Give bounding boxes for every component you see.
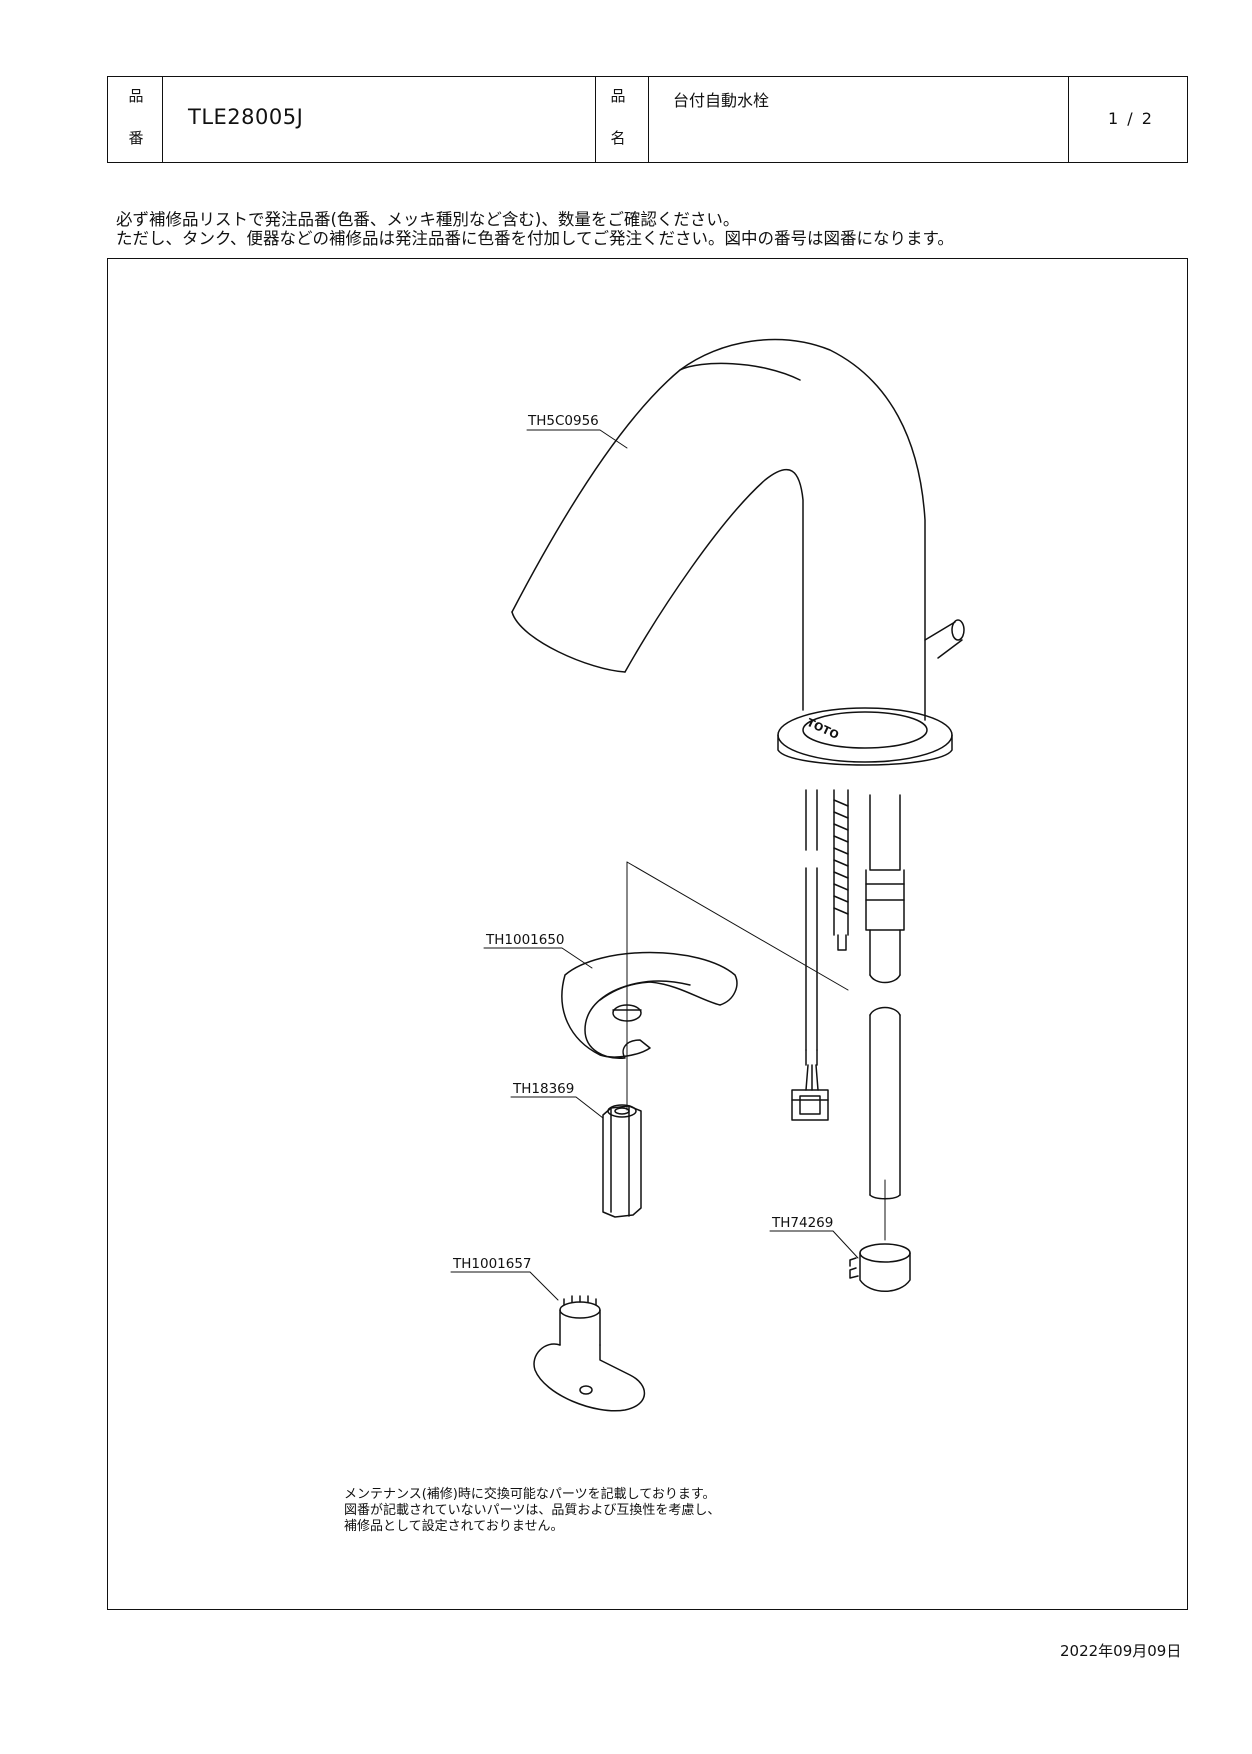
issue-date: 2022年09月09日 — [1060, 1642, 1182, 1660]
order-notice: 必ず補修品リストで発注品番(色番、メッキ種別など含む)、数量をご確認ください。 … — [116, 210, 954, 248]
name-label-bottom: 名 — [610, 129, 626, 147]
part-label-clip: TH74269 — [771, 1215, 833, 1231]
model-label-bottom: 番 — [128, 129, 144, 147]
part-labels: TH5C0956 TH1001650 TH18369 TH74269 TH100… — [450, 413, 859, 1301]
title-block: 品 番 TLE28005J 品 名 台付自動水栓 1 / 2 — [107, 76, 1188, 163]
assembly-lines — [626, 861, 886, 1241]
supply-hoses — [791, 789, 905, 1200]
mounting-bracket — [561, 951, 738, 1059]
base-plate: TOTO — [777, 707, 953, 766]
part-label-bracket: TH1001650 — [485, 932, 565, 948]
page-number: 1 / 2 — [1108, 109, 1154, 128]
notice-line-1: 必ず補修品リストで発注品番(色番、メッキ種別など含む)、数量をご確認ください。 — [116, 210, 740, 229]
divider — [162, 77, 163, 162]
drawing-frame — [107, 258, 1188, 1610]
model-number: TLE28005J — [188, 105, 304, 129]
name-label-top: 品 — [610, 87, 626, 105]
divider — [1068, 77, 1069, 162]
clip-ring — [849, 1243, 911, 1292]
key-tool — [533, 1295, 646, 1412]
footnote-line-3: 補修品として設定されておりません。 — [344, 1519, 564, 1534]
product-name: 台付自動水栓 — [673, 91, 770, 110]
divider — [595, 77, 596, 162]
divider — [648, 77, 649, 162]
part-label-key: TH1001657 — [452, 1256, 532, 1272]
model-label-top: 品 — [128, 87, 144, 105]
part-label-spout: TH5C0956 — [527, 413, 599, 429]
footnote-line-1: メンテナンス(補修)時に交換可能なパーツを記載しております。 — [344, 1487, 716, 1502]
notice-line-2: ただし、タンク、便器などの補修品は発注品番に色番を付加してご発注ください。図中の… — [116, 229, 954, 248]
spout-body — [511, 338, 965, 721]
hex-nut — [602, 1104, 642, 1218]
footnote-line-2: 図番が記載されていないパーツは、品質および互換性を考慮し、 — [344, 1503, 721, 1518]
part-label-nut: TH18369 — [512, 1081, 574, 1097]
maintenance-note: メンテナンス(補修)時に交換可能なパーツを記載しております。 図番が記載されてい… — [344, 1487, 720, 1535]
